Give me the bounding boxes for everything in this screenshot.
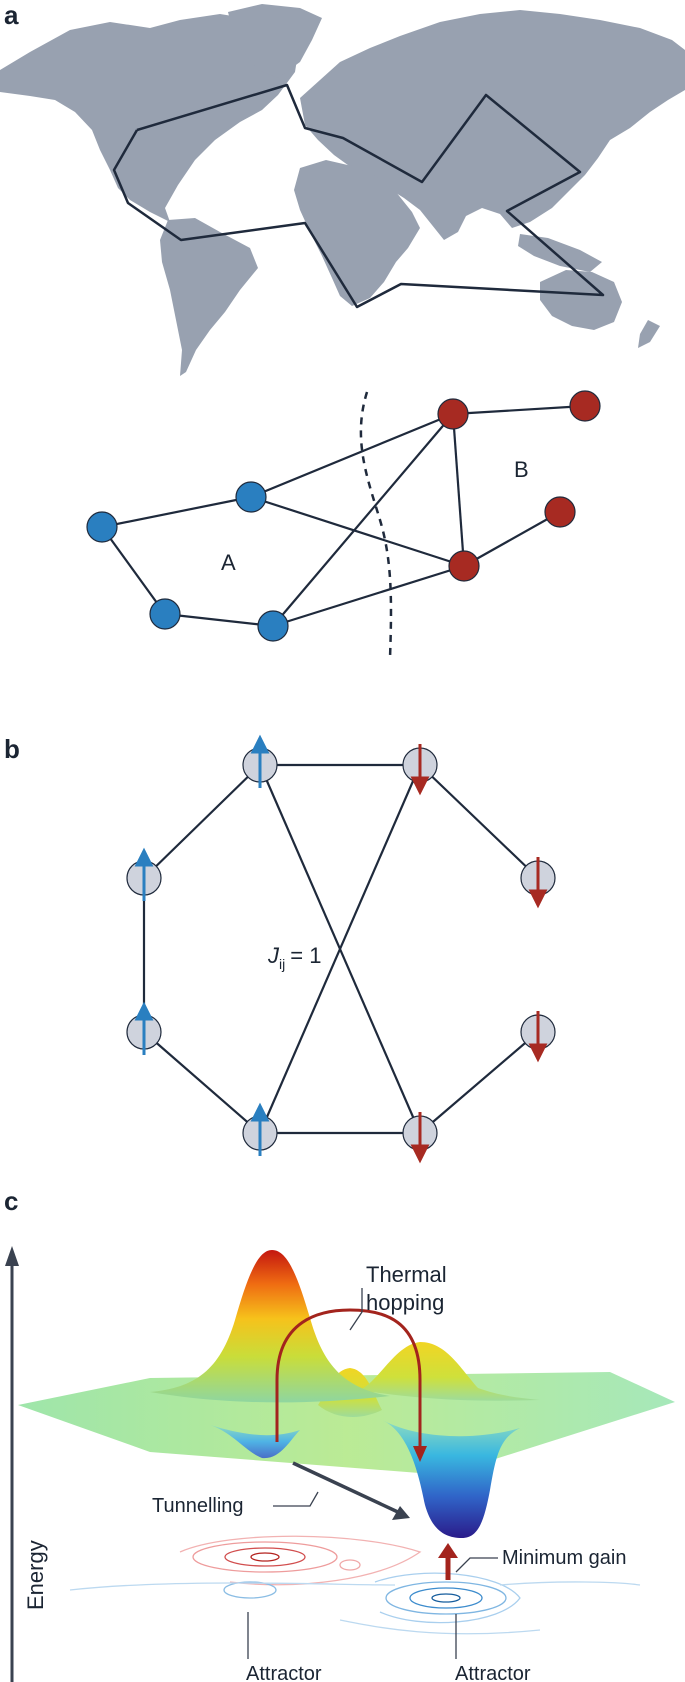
spin-up-arrow-icon [134, 847, 154, 901]
thermal-label-line1: Thermal [366, 1262, 447, 1287]
spin-graph: Jij = 1 [126, 734, 556, 1164]
minimum-gain-label: Minimum gain [502, 1547, 626, 1569]
coupling-value: = 1 [290, 943, 321, 968]
graph-partition: A B [86, 390, 601, 659]
spin-up-arrow-icon [134, 1001, 154, 1055]
tunnelling-arrow [292, 1461, 401, 1515]
node-blue [149, 598, 181, 630]
continent-australia [540, 270, 622, 330]
continent-africa [294, 160, 420, 306]
axis-arrowhead-icon [5, 1246, 19, 1266]
partition-cut-line [359, 391, 393, 659]
world-route [112, 83, 605, 309]
spin-edges [142, 763, 539, 1135]
tunnelling-arrowhead-icon [392, 1506, 410, 1520]
panel-c-letter: c [4, 1186, 18, 1216]
graph-edges [101, 404, 586, 628]
node-red [544, 496, 576, 528]
continent-north-america [0, 14, 300, 222]
continent-new-zealand [638, 320, 660, 348]
group-a-label: A [221, 550, 236, 575]
contour-lines [69, 1535, 641, 1635]
node-blue [257, 610, 289, 642]
node-red [569, 390, 601, 422]
landscape-secondary-hill [360, 1342, 540, 1401]
leader-lines [247, 1288, 498, 1659]
energy-axis-label: Energy [23, 1540, 48, 1610]
landscape-main-peak [150, 1250, 390, 1403]
panel-a-letter: a [4, 0, 19, 30]
attractor-left-label: Attractor [246, 1663, 322, 1682]
thermal-hopping-arrowhead-icon [413, 1446, 427, 1462]
spin-up-arrow-icon [250, 734, 270, 788]
spin-down-arrow-icon [528, 1011, 548, 1063]
continent-eurasia [300, 10, 685, 240]
coupling-symbol: J [267, 943, 280, 968]
group-b-label: B [514, 457, 529, 482]
world-map [0, 4, 685, 376]
continent-se-asia [518, 234, 602, 272]
panel-b-letter: b [4, 734, 20, 764]
energy-landscape [18, 1250, 675, 1635]
spin-down-arrow-icon [410, 1112, 430, 1164]
node-red [448, 550, 480, 582]
thermal-label-line2: hopping [366, 1290, 444, 1315]
attractor-right-label: Attractor [455, 1663, 531, 1682]
landscape-deep-well [382, 1420, 520, 1538]
node-red [437, 398, 469, 430]
energy-axis: Energy [5, 1246, 48, 1682]
node-blue [86, 511, 118, 543]
continent-south-america [160, 218, 258, 376]
spin-down-arrow-icon [410, 744, 430, 796]
tunnelling-label: Tunnelling [152, 1495, 244, 1517]
landscape-shallow-well [210, 1425, 300, 1459]
node-blue [235, 481, 267, 513]
thermal-hopping-arrow [275, 1308, 422, 1450]
spin-down-arrow-icon [528, 857, 548, 909]
coupling-subscript: ij [279, 956, 285, 972]
spin-up-arrow-icon [250, 1102, 270, 1156]
continent-greenland [228, 4, 322, 78]
coupling-label: Jij = 1 [267, 943, 321, 972]
minimum-gain-arrowhead-icon [438, 1543, 458, 1558]
